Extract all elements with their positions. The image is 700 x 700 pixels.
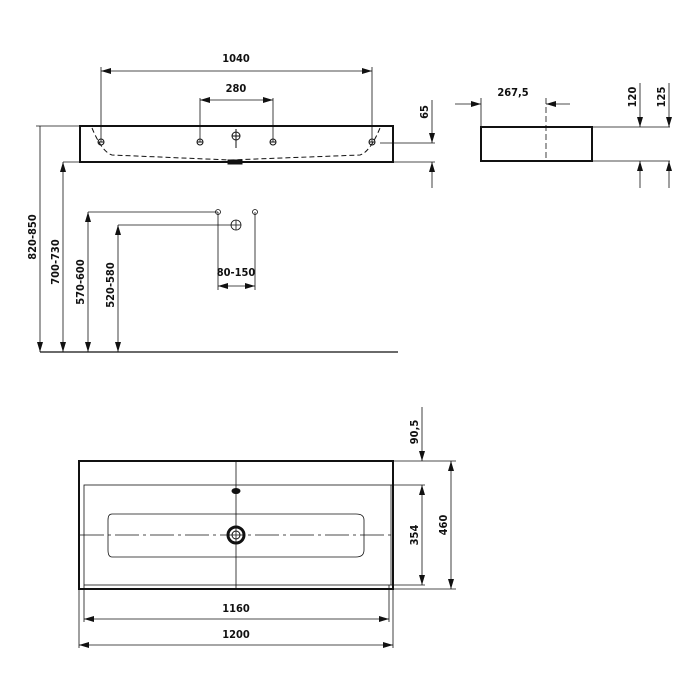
tap-hole-icon (97, 129, 376, 148)
dim-280: 280 (226, 82, 247, 95)
dim-570-600: 570-600 (74, 259, 87, 305)
dim-354: 354 (408, 525, 421, 546)
dim-700-730: 700-730 (49, 239, 62, 285)
dim-1160: 1160 (222, 602, 250, 615)
dim-267-5: 267,5 (497, 86, 528, 99)
plan-view (78, 407, 456, 648)
front-view (79, 67, 435, 188)
dim-90-5: 90,5 (408, 420, 421, 445)
dim-125: 125 (655, 87, 668, 108)
dim-120: 120 (626, 87, 639, 108)
dim-1040: 1040 (222, 52, 250, 65)
dim-65: 65 (418, 105, 431, 119)
dim-1200: 1200 (222, 628, 250, 641)
drain-icon (226, 525, 246, 545)
side-view (455, 83, 672, 188)
dim-460: 460 (437, 515, 450, 536)
installation-view (36, 125, 398, 353)
dim-820-850: 820-850 (26, 214, 39, 260)
dim-80-150: 80-150 (217, 266, 256, 279)
dim-520-580: 520-580 (104, 262, 117, 308)
